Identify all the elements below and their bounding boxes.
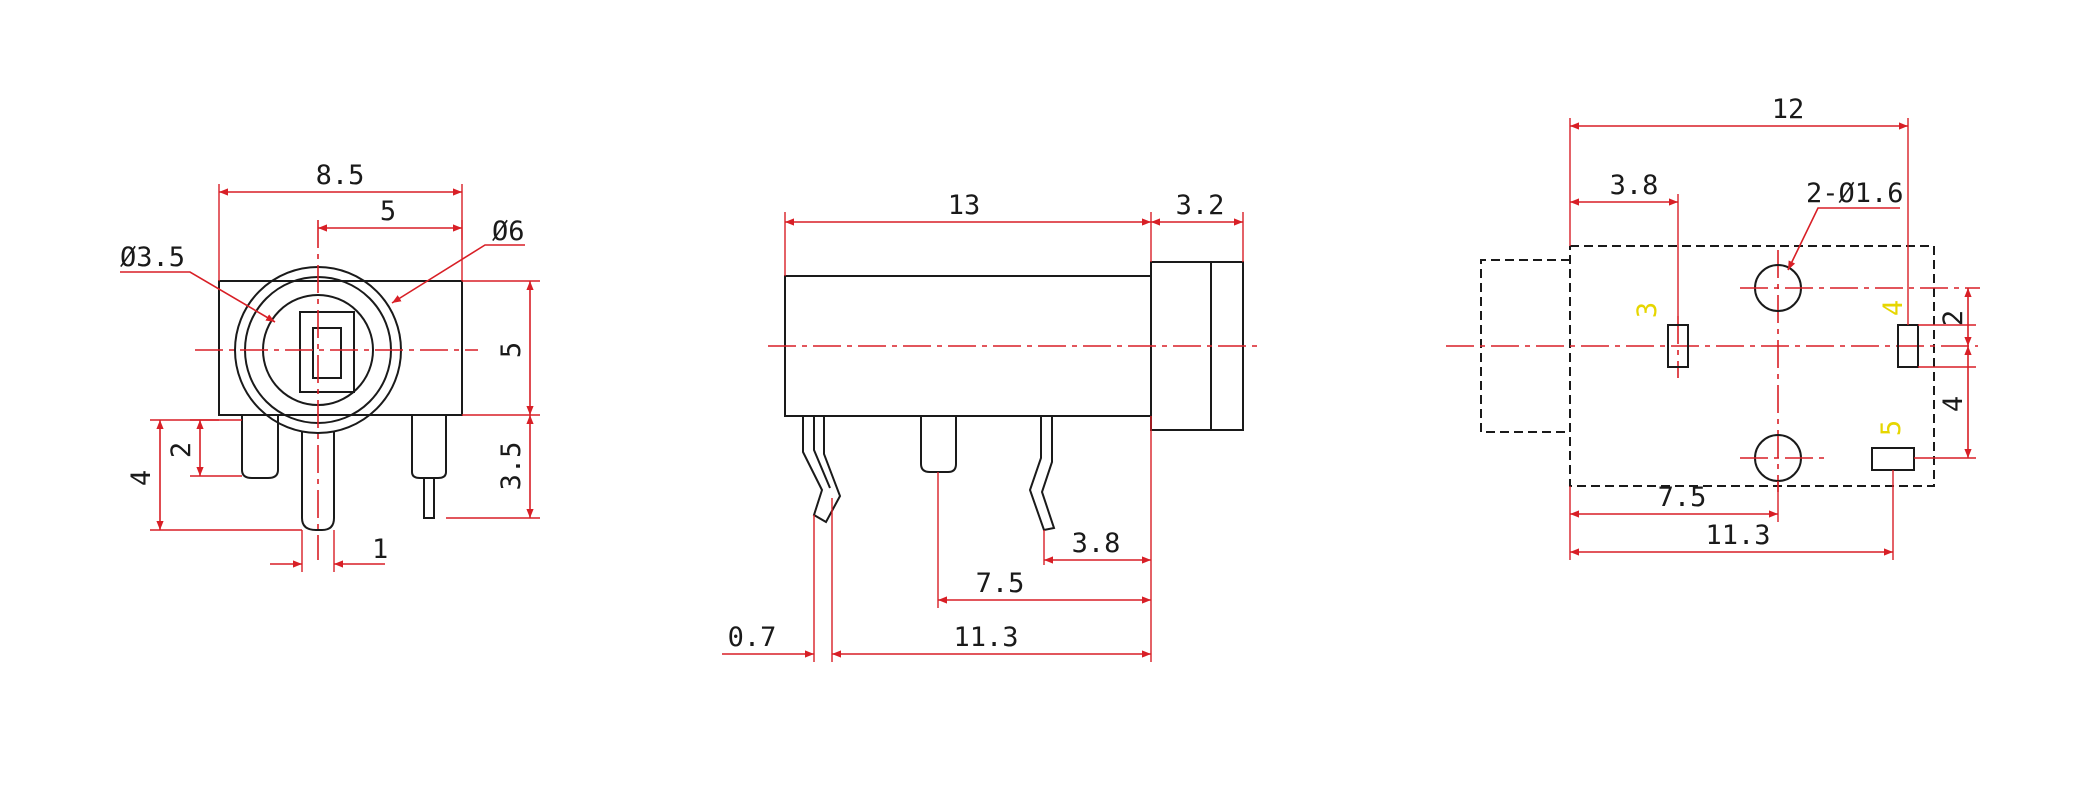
front-contact-inner	[312, 327, 342, 379]
side-view: 13 3.2 3.8 7.5 11.3 0.7	[722, 190, 1262, 662]
dim-footprint-vertical-2: 4	[1938, 396, 1969, 412]
side-pin-left-a	[802, 416, 842, 524]
pin-label-5: 5	[1876, 420, 1907, 436]
dim-footprint-holes: 2-Ø1.6	[1806, 178, 1904, 209]
front-contact-outer	[299, 311, 355, 393]
dim-front-pin-short: 2	[166, 442, 197, 458]
side-pin-middle	[920, 416, 957, 473]
dim-footprint-offset: 3.8	[1610, 170, 1659, 201]
dim-side-length: 13	[948, 190, 981, 221]
dim-side-pin-3: 11.3	[953, 622, 1018, 653]
dim-front-height: 5	[496, 342, 527, 358]
dim-front-pin-long: 4	[126, 470, 157, 486]
dim-footprint-spacing-1: 7.5	[1658, 482, 1707, 513]
front-pin-center	[301, 431, 335, 531]
front-pin-right	[411, 415, 447, 479]
dim-footprint-vertical-1: 2	[1938, 310, 1969, 326]
footprint-outline-main	[1569, 245, 1935, 487]
side-pin-right	[1028, 416, 1056, 532]
dim-front-inner-dia: Ø3.5	[120, 242, 185, 273]
dim-side-flange: 3.2	[1176, 190, 1225, 221]
dim-front-width: 8.5	[316, 160, 365, 191]
side-pin-left-b	[813, 416, 831, 489]
footprint-pad-5	[1871, 447, 1915, 471]
dim-footprint-width: 12	[1772, 94, 1805, 125]
dim-front-outer-dia: Ø6	[492, 216, 525, 247]
dim-side-thickness: 0.7	[728, 622, 777, 653]
footprint-pad-3	[1667, 324, 1689, 368]
front-pin-right-lead	[423, 478, 435, 519]
footprint-view: 3 4 5 12 3.8 2-Ø1.6 7.5 11.3 2 4	[1446, 94, 1980, 560]
dim-front-offset: 5	[380, 196, 396, 227]
dim-footprint-spacing-2: 11.3	[1705, 520, 1770, 551]
pin-label-4: 4	[1878, 300, 1909, 316]
dim-side-pin-2: 7.5	[976, 568, 1025, 599]
dim-side-pin-1: 3.8	[1072, 528, 1121, 559]
dim-front-pin-width: 1	[372, 534, 388, 565]
dim-front-pin-right: 3.5	[496, 442, 527, 491]
front-view: 8.5 5 Ø3.5 Ø6 5 3.5 2 4 1	[120, 160, 540, 572]
pin-label-3: 3	[1632, 302, 1663, 318]
front-pin-left	[241, 415, 279, 479]
